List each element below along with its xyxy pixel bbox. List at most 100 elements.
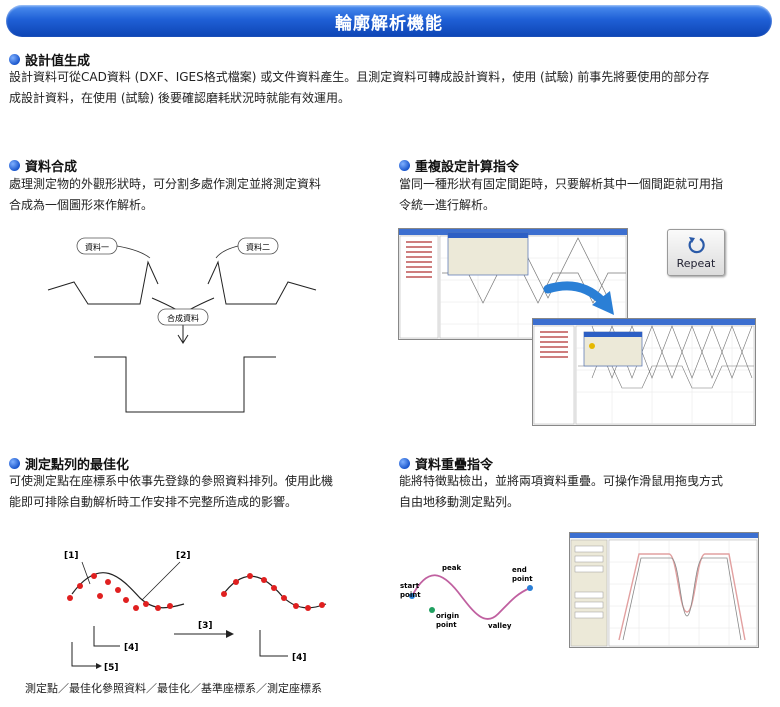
arrow-body bbox=[543, 281, 607, 306]
origin-label-2: point bbox=[436, 621, 457, 629]
pointer-line bbox=[81, 561, 91, 585]
arrow-down-icon bbox=[177, 334, 189, 344]
dialog-window bbox=[583, 331, 643, 367]
tree-panel bbox=[533, 325, 575, 425]
data-merge-figure: 資料一 資料二 合成資料 bbox=[47, 237, 317, 413]
pointer-line bbox=[141, 561, 181, 601]
merge-arrows bbox=[151, 297, 215, 311]
body-line: 能將特徵點檢出，並將兩項資料重疊。可操作滑鼠用拖曳方式 bbox=[399, 474, 724, 488]
leader-line bbox=[116, 245, 151, 259]
warning-icon bbox=[589, 343, 595, 349]
marker-1: [1] bbox=[64, 551, 79, 561]
body-line: 可使測定點在座標系中依事先登錄的參照資料排列。使用此機 bbox=[9, 474, 334, 488]
repeat-screenshot-2 bbox=[532, 318, 756, 426]
section-title-optimize: 測定點列的最佳化 bbox=[9, 454, 129, 473]
tree-panel bbox=[399, 235, 439, 339]
optimized-points bbox=[221, 573, 325, 611]
tree-items bbox=[406, 241, 432, 278]
overlay-profile-red bbox=[618, 553, 746, 641]
bullet-icon bbox=[9, 458, 20, 469]
header-banner: 輪廓解析機能 bbox=[6, 5, 772, 37]
body-line: 處理測定物的外觀形狀時，可分割多處作測定並將測定資料 bbox=[9, 177, 322, 191]
arrow-right-icon bbox=[96, 663, 102, 669]
valley-label: valley bbox=[488, 622, 512, 630]
body-line: 能即可排除自動解析時工作安排不完整所造成的影響。 bbox=[9, 495, 298, 509]
label-a-text: 資料一 bbox=[85, 242, 109, 252]
feature-curve bbox=[411, 574, 531, 620]
section-title-text: 重複設定計算指令 bbox=[415, 160, 520, 175]
measurement-axes bbox=[93, 626, 120, 647]
optimized-axes bbox=[259, 630, 288, 657]
repeat-button-label: Repeat bbox=[676, 257, 716, 270]
leader-line bbox=[215, 245, 239, 259]
window-titlebar bbox=[570, 533, 758, 538]
overlay-screenshot bbox=[569, 532, 759, 648]
panel-fields bbox=[574, 545, 604, 619]
marker-3: [3] bbox=[198, 621, 213, 631]
section-title-design-value: 設計值生成 bbox=[9, 50, 90, 69]
bullet-icon bbox=[399, 458, 410, 469]
profile-piece-b bbox=[207, 260, 317, 305]
start-label-2: point bbox=[400, 591, 421, 599]
section-title-repeat: 重複設定計算指令 bbox=[399, 156, 519, 175]
marker-4a: [4] bbox=[124, 643, 139, 653]
overlay-feature-figure: start point peak end point origin point … bbox=[400, 564, 533, 630]
origin-label: origin bbox=[436, 612, 459, 620]
window-titlebar bbox=[399, 229, 627, 235]
merged-profile bbox=[94, 356, 276, 413]
start-point-marker bbox=[409, 593, 415, 599]
page-title: 輪廓解析機能 bbox=[335, 13, 443, 34]
origin-point-marker bbox=[429, 607, 435, 613]
label-b-text: 資料二 bbox=[246, 242, 270, 252]
body-line: 設計資料可從CAD資料 (DXF、IGES格式檔案) 或文件資料產生。且測定資料… bbox=[9, 70, 710, 84]
overlay-profile-gray bbox=[622, 557, 742, 641]
reference-axes bbox=[71, 642, 98, 667]
body-line: 合成為一個圖形來作解析。 bbox=[9, 198, 154, 212]
flow-arrow bbox=[543, 281, 614, 315]
body-line: 令統一進行解析。 bbox=[399, 198, 496, 212]
merge-label-text: 合成資料 bbox=[167, 313, 199, 323]
marker-4b: [4] bbox=[292, 653, 307, 663]
section-title-text: 設計值生成 bbox=[25, 54, 91, 69]
section-title-text: 測定點列的最佳化 bbox=[25, 458, 130, 473]
profile-piece-a bbox=[47, 260, 159, 305]
arrow-head-icon bbox=[592, 291, 614, 315]
tree-items bbox=[540, 331, 568, 358]
window-titlebar bbox=[533, 319, 755, 325]
repeat-icon bbox=[688, 237, 705, 254]
reference-curve bbox=[71, 572, 185, 609]
section-title-data-merge: 資料合成 bbox=[9, 156, 77, 175]
body-line: 自由地移動測定點列。 bbox=[399, 495, 520, 509]
dialog-window bbox=[447, 232, 529, 276]
body-line: 成設計資料，在使用 (試驗) 後要確認磨耗狀況時就能有效運用。 bbox=[9, 91, 350, 105]
section-title-text: 資料合成 bbox=[25, 160, 78, 175]
graph-area bbox=[608, 539, 758, 647]
overlay-body: 能將特徵點檢出，並將兩項資料重疊。可操作滑鼠用拖曳方式 自由地移動測定點列。 bbox=[399, 471, 769, 513]
bullet-icon bbox=[9, 160, 20, 171]
marker-5: [5] bbox=[104, 663, 119, 673]
body-line: 當同一種形狀有固定間距時，只要解析其中一個間距就可用指 bbox=[399, 177, 724, 191]
end-label: end bbox=[512, 566, 527, 574]
peak-label: peak bbox=[442, 564, 461, 572]
merge-label-box bbox=[157, 308, 209, 326]
bullet-icon bbox=[9, 54, 20, 65]
data-merge-body: 處理測定物的外觀形狀時，可分割多處作測定並將測定資料 合成為一個圖形來作解析。 bbox=[9, 174, 379, 216]
dialog-titlebar bbox=[584, 332, 642, 337]
optimize-body: 可使測定點在座標系中依事先登錄的參照資料排列。使用此機 能即可排除自動解析時工作… bbox=[9, 471, 379, 513]
bullet-icon bbox=[399, 160, 410, 171]
measurement-points bbox=[67, 573, 173, 611]
section-title-text: 資料重疊指令 bbox=[415, 458, 494, 473]
optimize-figure: [1] [2] [3] [4] [5] [4] bbox=[64, 551, 327, 673]
repeat-screenshot-1 bbox=[398, 228, 628, 340]
design-value-body: 設計資料可從CAD資料 (DXF、IGES格式檔案) 或文件資料產生。且測定資料… bbox=[9, 67, 779, 109]
start-label: start bbox=[400, 582, 420, 590]
dialog-titlebar bbox=[448, 233, 528, 238]
end-label-2: point bbox=[512, 575, 533, 583]
arrow-right-icon bbox=[226, 630, 234, 638]
end-point-marker bbox=[527, 585, 533, 591]
repeat-body: 當同一種形狀有固定間距時，只要解析其中一個間距就可用指 令統一進行解析。 bbox=[399, 174, 769, 216]
repeat-button[interactable]: Repeat bbox=[667, 229, 725, 276]
marker-2: [2] bbox=[176, 551, 191, 561]
section-title-overlay: 資料重疊指令 bbox=[399, 454, 493, 473]
optimize-caption: 測定點／最佳化參照資料／最佳化／基準座標系／測定座標系 bbox=[25, 682, 322, 695]
